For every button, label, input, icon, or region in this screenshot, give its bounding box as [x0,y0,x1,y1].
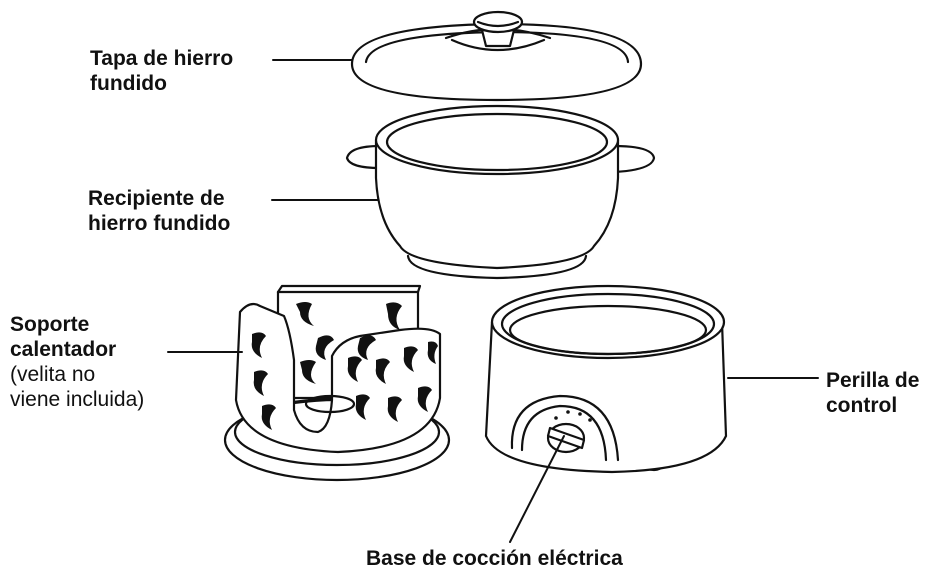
label-knob-line1: Perilla de [826,369,920,392]
label-warmer-note2: viene incluida) [10,388,145,411]
label-warmer-line1: Soporte [10,313,90,336]
label-lid: Tapa de hierro fundido [90,46,233,96]
label-pot: Recipiente de hierro fundido [88,186,230,236]
label-pot-line1: Recipiente de [88,187,225,210]
label-warmer-note1: (velita no [10,363,96,386]
label-lid-line2: fundido [90,72,167,95]
cast-iron-lid [350,10,643,102]
label-warmer: Soporte calentador (velita no viene incl… [10,312,144,412]
cast-iron-pot [345,104,656,280]
label-lid-line1: Tapa de hierro [90,47,234,70]
label-knob-line2: control [826,394,898,417]
warmer-stand [223,284,451,482]
electric-base [484,284,728,474]
label-warmer-line2: calentador [10,338,117,361]
label-pot-line2: hierro fundido [88,212,231,235]
label-base-line1: Base de cocción eléctrica [366,547,623,570]
label-knob: Perilla de control [826,368,919,418]
label-base: Base de cocción eléctrica [366,546,623,571]
leader-line-base [509,435,565,543]
